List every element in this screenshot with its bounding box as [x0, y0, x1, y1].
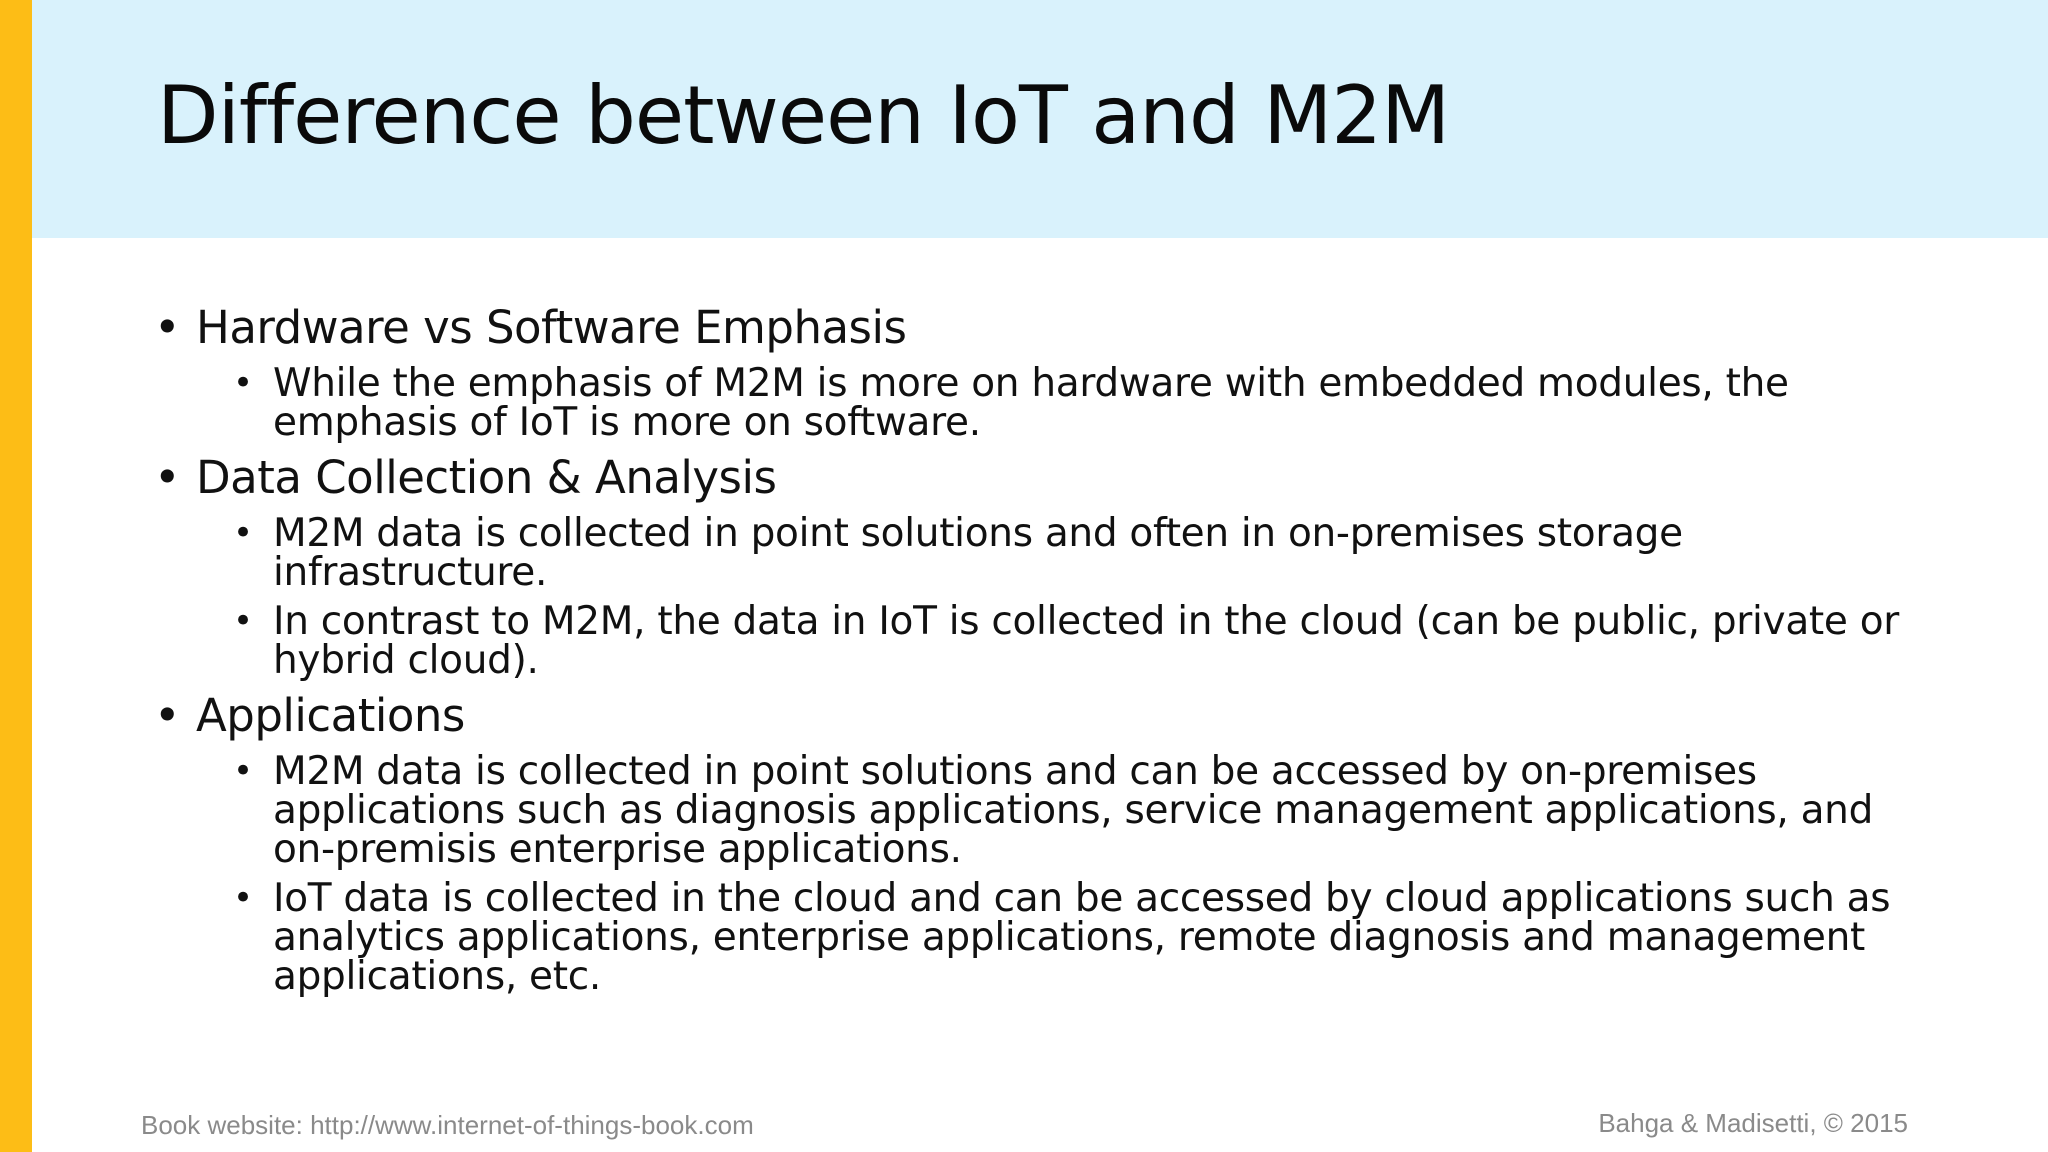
sub-bullet-text: M2M data is collected in point solutions… — [273, 511, 1683, 595]
bullet-icon: • — [233, 601, 253, 641]
footer-copyright: Bahga & Madisetti, © 2015 — [1598, 1108, 1908, 1138]
section-heading-text: Applications — [196, 689, 465, 742]
sub-bullet-text: M2M data is collected in point solutions… — [273, 749, 1874, 872]
sub-bullet: • M2M data is collected in point solutio… — [233, 749, 1910, 872]
section-heading-hardware-software: • Hardware vs Software Emphasis — [150, 302, 1910, 354]
footer-book-website: Book website: http://www.internet-of-thi… — [141, 1110, 754, 1140]
slide-title: Difference between IoT and M2M — [157, 69, 1450, 162]
section-heading-text: Data Collection & Analysis — [196, 451, 777, 504]
accent-bar — [0, 0, 32, 1152]
bullet-icon: • — [154, 301, 181, 354]
sub-bullet: • While the emphasis of M2M is more on h… — [233, 361, 1910, 445]
sub-bullet-text: While the emphasis of M2M is more on har… — [273, 361, 1789, 445]
sub-bullet-text: In contrast to M2M, the data in IoT is c… — [273, 599, 1899, 683]
bullet-icon: • — [154, 689, 181, 742]
bullet-icon: • — [233, 751, 253, 791]
section-heading-data-collection: • Data Collection & Analysis — [150, 452, 1910, 504]
sub-bullet: • M2M data is collected in point solutio… — [233, 511, 1910, 595]
title-band — [32, 0, 2048, 238]
bullet-icon: • — [233, 878, 253, 918]
sub-bullet: • IoT data is collected in the cloud and… — [233, 876, 1910, 999]
section-heading-applications: • Applications — [150, 690, 1910, 742]
bullet-icon: • — [154, 451, 181, 504]
bullet-icon: • — [233, 513, 253, 553]
bullet-icon: • — [233, 363, 253, 403]
slide-content: • Hardware vs Software Emphasis • While … — [150, 302, 1910, 999]
sub-bullet-text: IoT data is collected in the cloud and c… — [273, 876, 1891, 999]
section-heading-text: Hardware vs Software Emphasis — [196, 301, 907, 354]
sub-bullet: • In contrast to M2M, the data in IoT is… — [233, 599, 1910, 683]
